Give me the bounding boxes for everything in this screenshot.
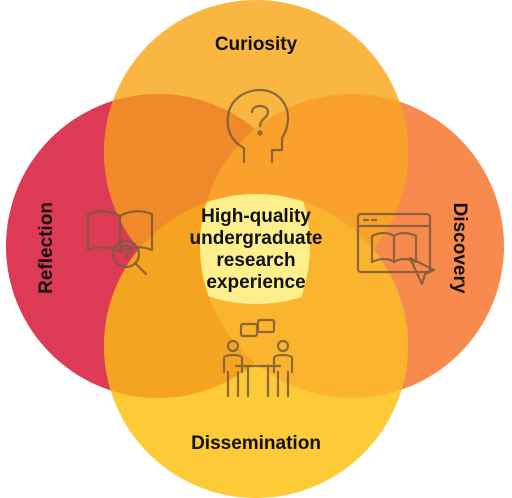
center-line-3: research [216, 250, 295, 271]
label-curiosity: Curiosity [215, 34, 298, 55]
book-magnifier-icon [86, 210, 154, 276]
label-reflection: Reflection [36, 202, 57, 294]
label-dissemination: Dissemination [191, 433, 321, 454]
label-discovery: Discovery [449, 203, 470, 294]
browser-book-icon [356, 212, 436, 286]
center-line-1: High-quality [201, 206, 311, 227]
center-text: High-quality undergraduate research expe… [189, 206, 322, 293]
overlap-dissemination-discovery [200, 194, 408, 398]
head-question-icon [226, 88, 290, 164]
people-discussion-icon [222, 318, 294, 398]
center-line-2: undergraduate [189, 228, 322, 249]
center-line-4: experience [206, 272, 305, 293]
